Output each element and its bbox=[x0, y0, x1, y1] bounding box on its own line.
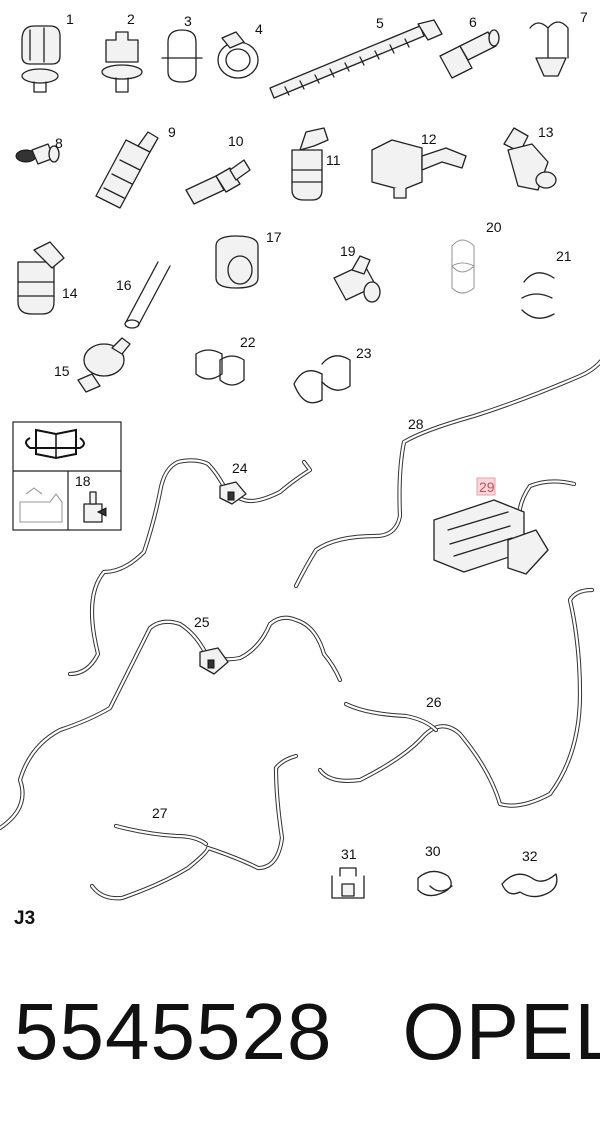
callout-1: 1 bbox=[66, 11, 74, 27]
part-12-valve-connector bbox=[371, 139, 467, 199]
part-6-connector bbox=[439, 29, 500, 79]
callout-18: 18 bbox=[75, 473, 91, 489]
oil-drain-icon bbox=[19, 487, 63, 523]
callout-28: 28 bbox=[408, 416, 424, 432]
callout-20: 20 bbox=[486, 219, 502, 235]
callout-12: 12 bbox=[421, 131, 437, 147]
callout-26: 26 bbox=[426, 694, 442, 710]
callout-10: 10 bbox=[228, 133, 244, 149]
part-16-hose bbox=[124, 261, 171, 329]
part-3-clamp bbox=[161, 29, 203, 83]
part-22-clip bbox=[195, 349, 245, 386]
callout-19: 19 bbox=[340, 243, 356, 259]
part-28-hose bbox=[293, 359, 600, 589]
reference-box: 18 bbox=[12, 421, 122, 531]
part-31-clip bbox=[331, 867, 365, 899]
part-19-t-connector bbox=[333, 255, 381, 303]
callout-7: 7 bbox=[580, 9, 588, 25]
callout-22: 22 bbox=[240, 334, 256, 350]
section-code: J3 bbox=[14, 908, 36, 929]
callout-3: 3 bbox=[184, 13, 192, 29]
part-11-elbow-connector bbox=[291, 127, 329, 201]
brand-name: OPEL bbox=[402, 987, 600, 1076]
callout-30: 30 bbox=[425, 843, 441, 859]
part-17-sleeve bbox=[215, 235, 259, 289]
part-7-clip bbox=[529, 21, 569, 77]
part-10-pipe-connector bbox=[185, 159, 251, 205]
callout-16: 16 bbox=[116, 277, 132, 293]
part-29-fuel-connector bbox=[433, 479, 577, 575]
callout-4: 4 bbox=[255, 21, 263, 37]
part-21-clip bbox=[521, 272, 555, 319]
part-2-clip bbox=[101, 31, 143, 93]
book-wrench-icon bbox=[25, 428, 85, 460]
part-15-check-valve bbox=[77, 337, 131, 393]
callout-14: 14 bbox=[62, 285, 78, 301]
callout-32: 32 bbox=[522, 848, 538, 864]
part-13-elbow bbox=[503, 127, 557, 191]
part-number: 5545528 bbox=[14, 987, 333, 1076]
callout-29-highlighted[interactable]: 29 bbox=[479, 479, 495, 495]
callout-11: 11 bbox=[326, 152, 341, 168]
part-4-hose-clamp bbox=[217, 31, 259, 79]
part-24-hose-assembly bbox=[67, 458, 313, 677]
callout-23: 23 bbox=[356, 345, 372, 361]
callout-2: 2 bbox=[127, 11, 135, 27]
callout-13: 13 bbox=[538, 124, 554, 140]
callout-31: 31 bbox=[341, 846, 357, 862]
callout-6: 6 bbox=[469, 14, 477, 30]
part-26-hose-assembly bbox=[317, 587, 595, 808]
part-30-clip bbox=[417, 870, 453, 897]
callout-9: 9 bbox=[168, 124, 176, 140]
callout-21: 21 bbox=[556, 248, 572, 264]
part-25-hose-assembly bbox=[0, 615, 343, 831]
part-23-clamp bbox=[293, 355, 351, 404]
callout-27: 27 bbox=[152, 805, 168, 821]
callout-8: 8 bbox=[55, 135, 63, 151]
part-9-quick-connector bbox=[95, 131, 159, 209]
part-27-hose-assembly bbox=[89, 753, 299, 901]
part-1-clip bbox=[21, 25, 61, 93]
callout-25: 25 bbox=[194, 614, 210, 630]
callout-5: 5 bbox=[376, 15, 384, 31]
part-20-clip bbox=[451, 239, 475, 294]
part-14-elbow-clip bbox=[17, 241, 65, 315]
callout-17: 17 bbox=[266, 229, 282, 245]
part-18-valve bbox=[83, 491, 107, 523]
part-32-clip bbox=[501, 873, 558, 898]
callout-24: 24 bbox=[232, 460, 248, 476]
part-5-cable-tie bbox=[269, 19, 443, 99]
callout-15: 15 bbox=[54, 363, 70, 379]
part-8-bolt bbox=[15, 143, 60, 165]
